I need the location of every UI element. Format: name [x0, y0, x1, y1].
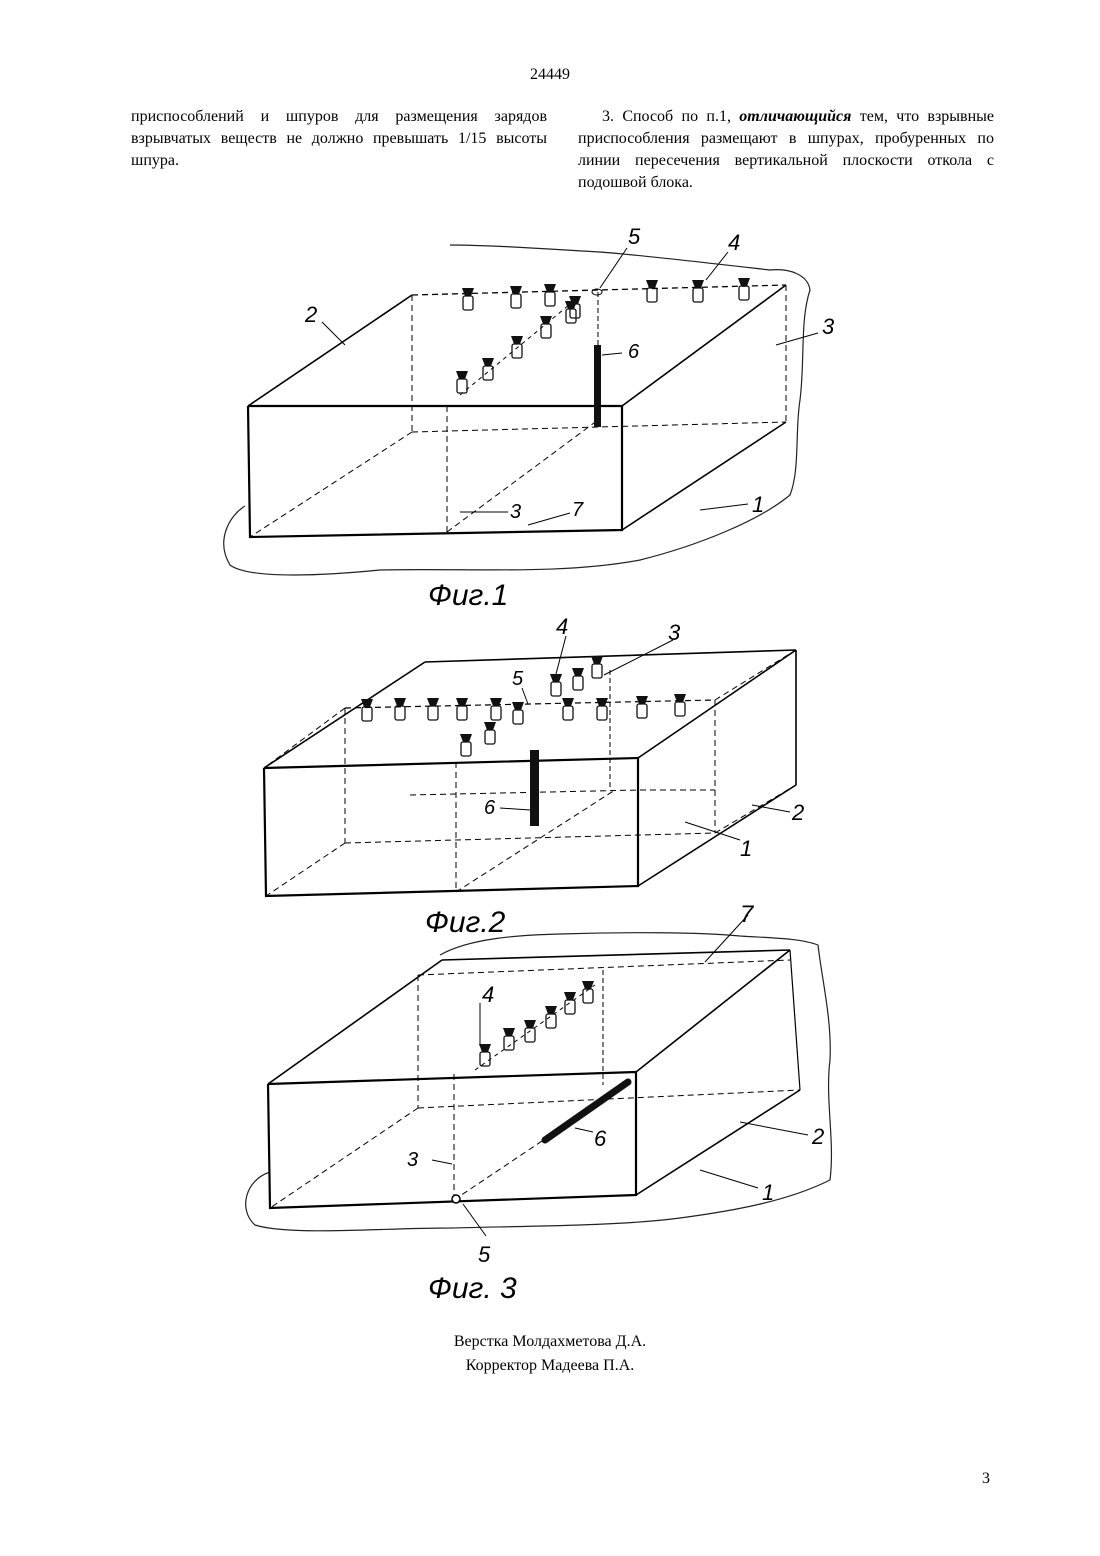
page-number: 3	[982, 1470, 990, 1488]
fig2-label-4: 4	[556, 614, 568, 639]
fig2-label-5: 5	[512, 668, 524, 690]
credits-block: Верстка Молдахметова Д.А. Корректор Маде…	[0, 1330, 1100, 1378]
fig1-label-7: 7	[572, 499, 584, 521]
corrector-credit: Корректор Мадеева П.А.	[0, 1354, 1100, 1378]
fig1-label-6: 6	[628, 341, 640, 363]
fig1-caption: Фиг.1	[428, 579, 508, 612]
fig3-label-4: 4	[482, 982, 494, 1007]
fig3-label-3: 3	[407, 1149, 418, 1171]
fig1-label-4: 4	[728, 230, 740, 255]
fig3-label-1: 1	[762, 1180, 774, 1205]
left-text-column: приспособлений и шпуров для размещения з…	[131, 106, 547, 172]
fig2-label-3: 3	[668, 620, 681, 645]
fig1-label-3-right: 3	[822, 314, 835, 339]
fig3-label-5: 5	[478, 1242, 491, 1267]
fig2-caption: Фиг.2	[425, 906, 506, 939]
left-column-paragraph: приспособлений и шпуров для размещения з…	[131, 106, 547, 172]
fig2-label-6: 6	[484, 797, 496, 819]
layout-credit: Верстка Молдахметова Д.А.	[0, 1330, 1100, 1354]
fig1-label-2: 2	[304, 302, 317, 327]
fig3-label-7: 7	[740, 901, 755, 928]
patent-number: 24449	[0, 66, 1100, 84]
claim-3-paragraph: 3. Способ по п.1, отличающийся тем, что …	[578, 106, 994, 194]
fig2-label-1: 1	[740, 836, 752, 861]
claim-3-emphasis: отличающийся	[739, 108, 851, 125]
fig1-rock-outline	[224, 245, 810, 575]
fig2-label-2: 2	[791, 800, 804, 825]
fig1-label-3-bottom: 3	[510, 501, 521, 523]
fig3-rock-outline	[246, 933, 832, 1231]
fig3-label-2: 2	[811, 1124, 824, 1149]
fig1-label-5: 5	[628, 224, 641, 249]
fig3-label-6: 6	[594, 1126, 607, 1151]
fig3-caption: Фиг. 3	[428, 1272, 517, 1305]
fig1-label-1: 1	[752, 492, 764, 517]
claim-3-prefix: 3. Способ по п.1,	[602, 108, 739, 125]
right-text-column: 3. Способ по п.1, отличающийся тем, что …	[578, 106, 994, 194]
